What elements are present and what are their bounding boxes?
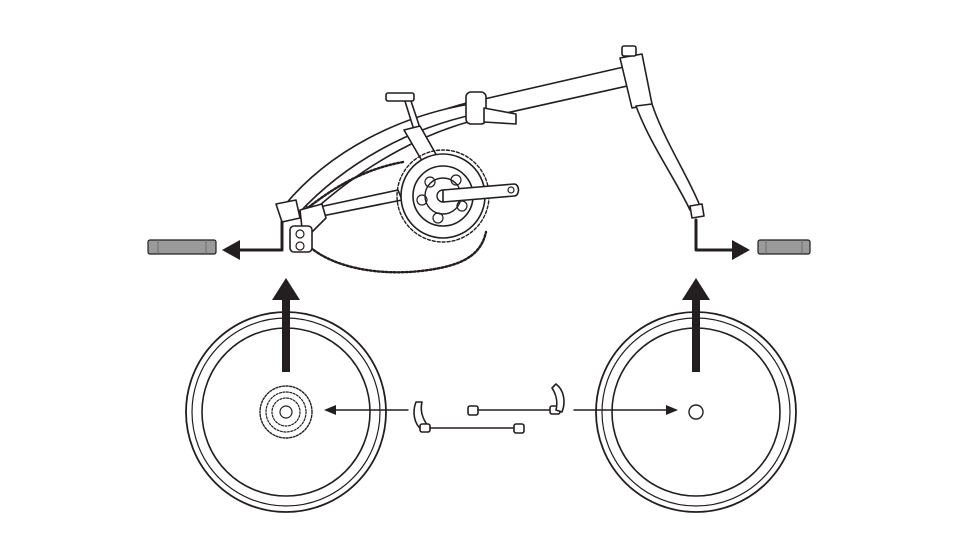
spider-bolt bbox=[424, 176, 436, 188]
spider-bolt bbox=[456, 200, 468, 212]
fork-dropout bbox=[689, 203, 705, 219]
pedal-eye bbox=[507, 186, 515, 194]
front-wheel-hub bbox=[688, 404, 704, 420]
spider-bolt bbox=[432, 212, 444, 224]
rear-dropout-arrow bbox=[222, 220, 284, 260]
crank-arm bbox=[442, 183, 520, 203]
fork bbox=[635, 103, 701, 211]
chain bbox=[298, 160, 488, 274]
front-dropout-cap bbox=[757, 239, 811, 255]
rear-wheel-up-arrow bbox=[272, 278, 300, 372]
rear-dropout-cap bbox=[147, 239, 217, 255]
rear-derailleur bbox=[289, 203, 327, 253]
front-skewer-arrow bbox=[573, 405, 678, 415]
front-dropout-arrow bbox=[694, 218, 750, 260]
frame-hinge bbox=[465, 91, 487, 125]
front-quick-release-skewer bbox=[467, 383, 565, 416]
rear-quick-release-skewer bbox=[413, 401, 525, 434]
stem-cap bbox=[621, 45, 637, 57]
front-wheel-up-arrow bbox=[682, 278, 710, 372]
crankset bbox=[396, 149, 520, 243]
cassette bbox=[259, 385, 313, 439]
head-tube bbox=[619, 53, 653, 109]
seat-clamp bbox=[385, 92, 415, 102]
spider-bolt bbox=[416, 194, 428, 206]
spider-bolt bbox=[450, 174, 462, 186]
rear-skewer-arrow bbox=[324, 405, 409, 415]
hinge-lever bbox=[483, 107, 517, 125]
frame bbox=[275, 45, 705, 223]
rear-dropout bbox=[275, 199, 301, 223]
